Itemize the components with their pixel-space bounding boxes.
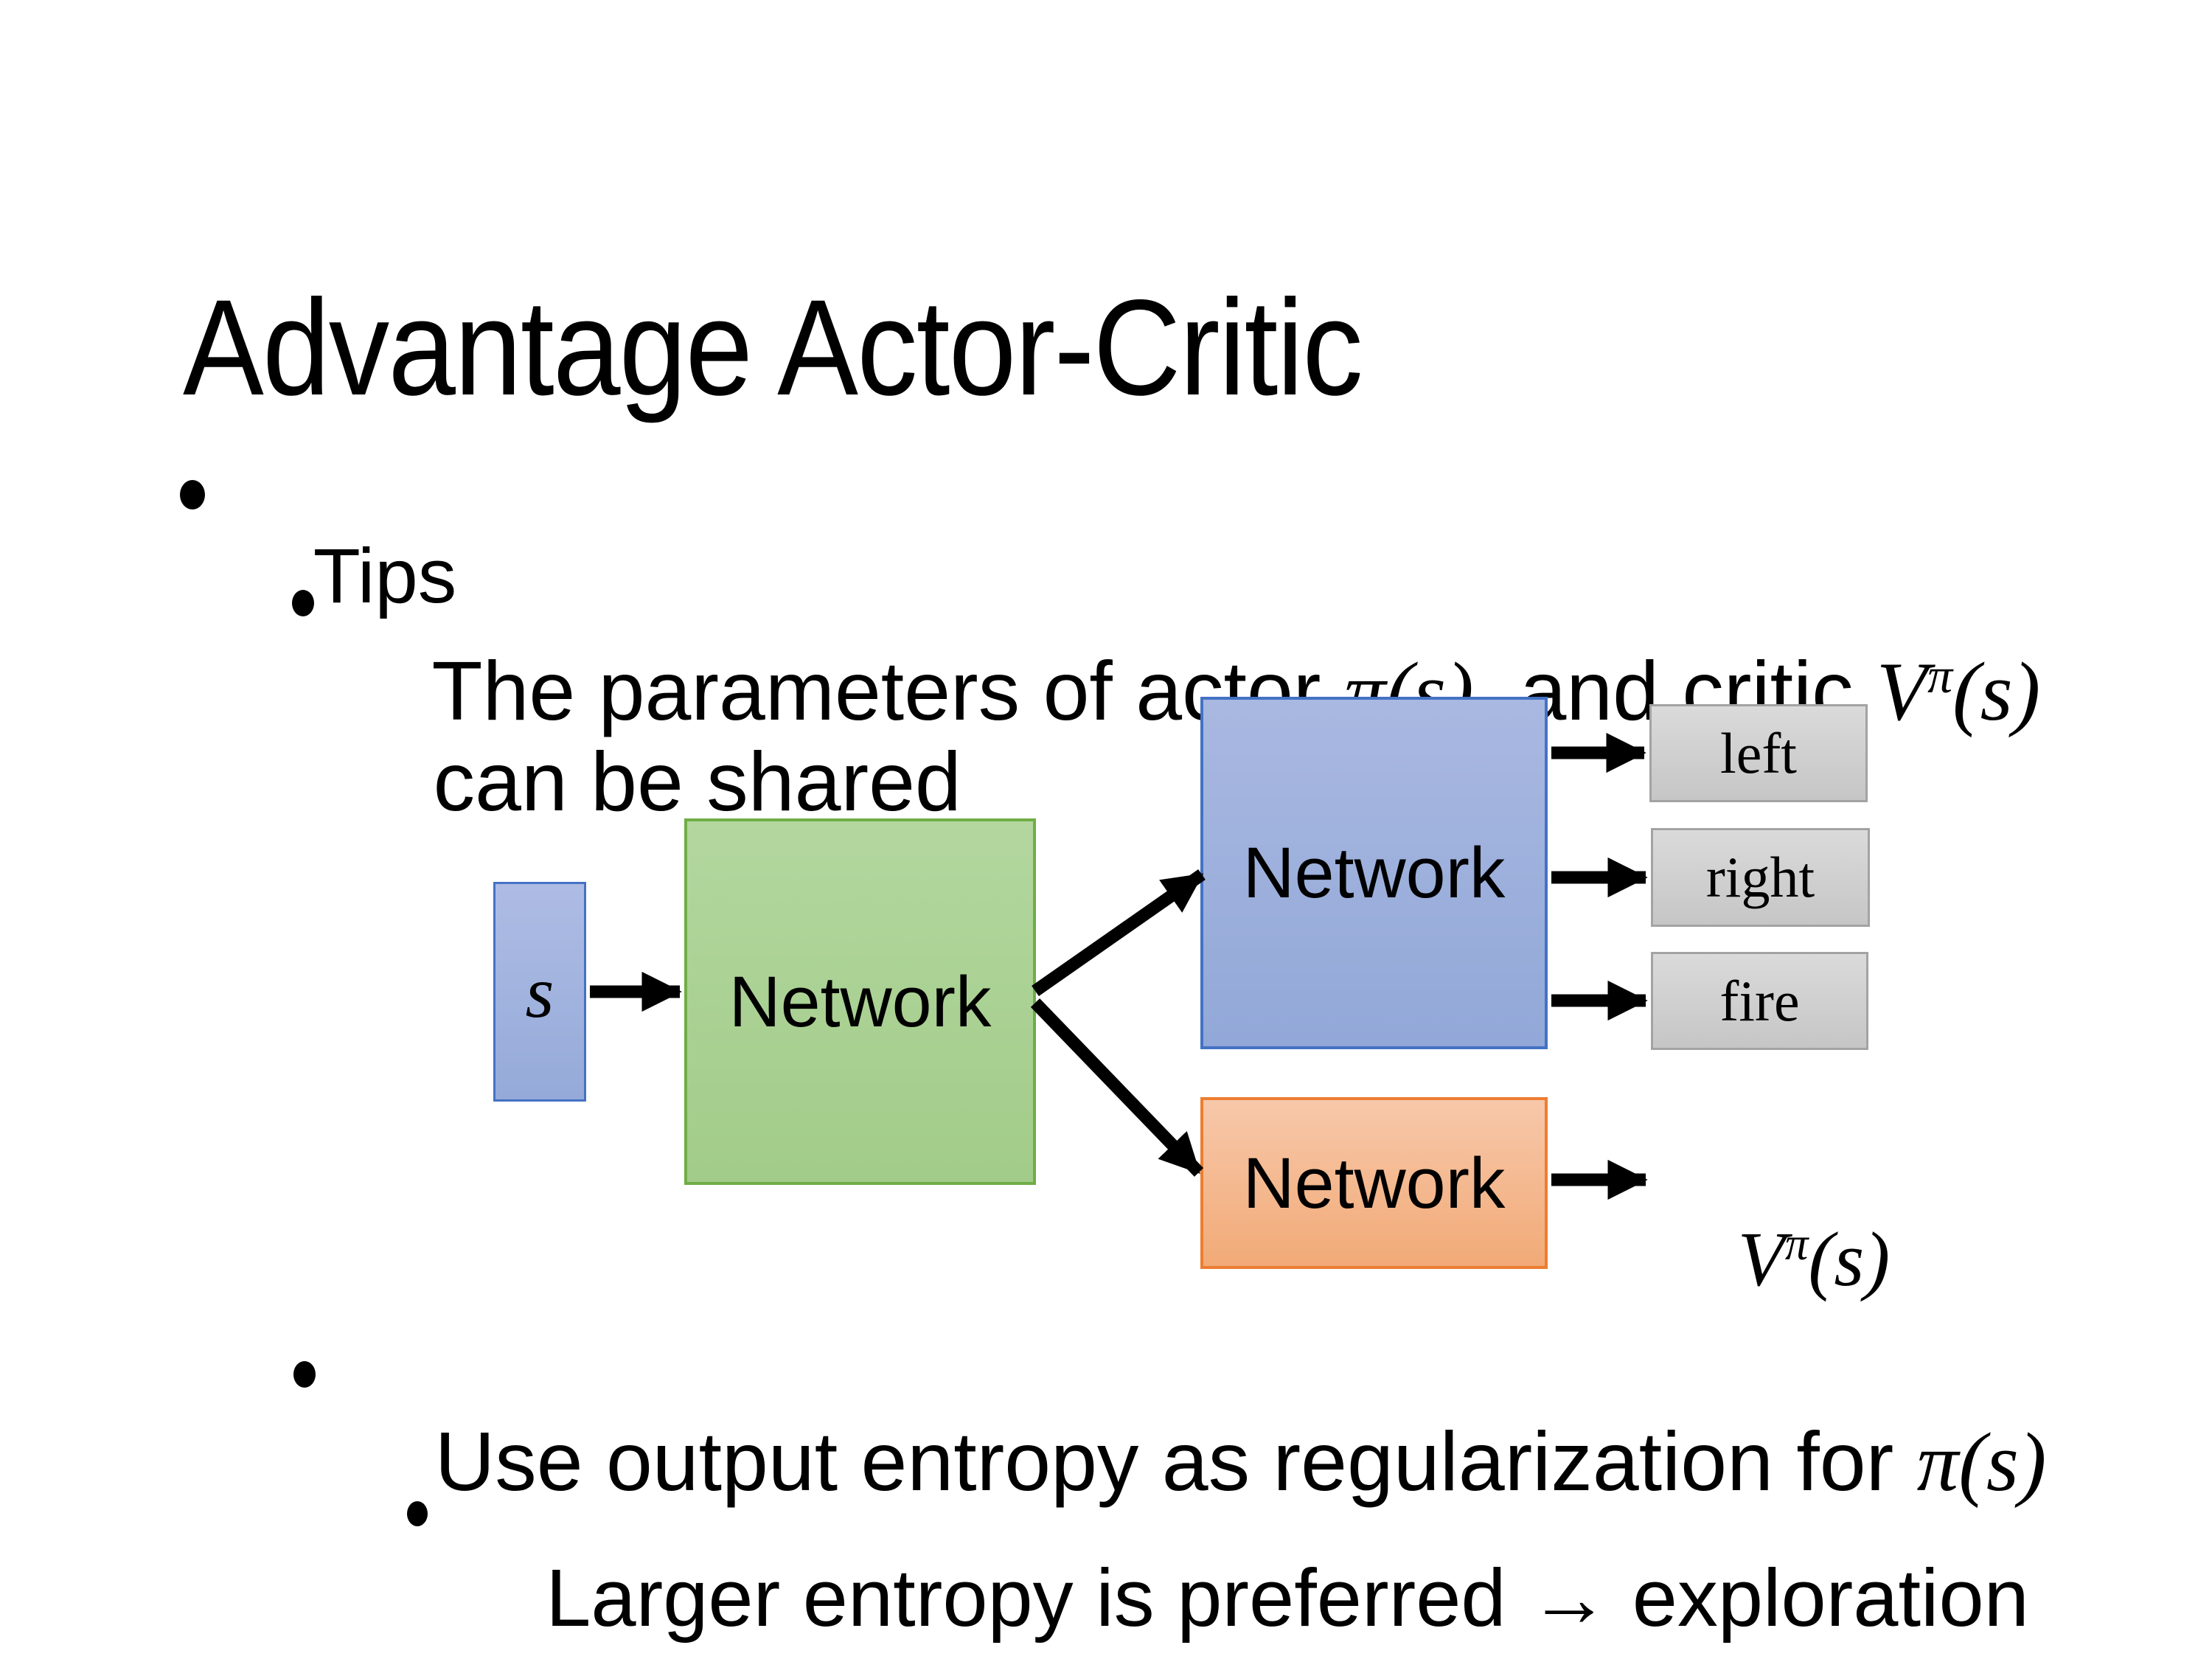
critic-network-label: Network (1242, 1142, 1506, 1223)
bullet-parameters-shared-cont: can be shared (341, 657, 961, 907)
critic-value-sup-pi: π (1927, 647, 1953, 703)
entropy-text: Use output entropy as regularization for (434, 1415, 1917, 1508)
value-output-label: Vπ(s) (1652, 1143, 1891, 1375)
bullet-icon (407, 1501, 428, 1526)
action-left-box: left (1649, 704, 1868, 802)
action-fire-label: fire (1719, 968, 1800, 1033)
value-sup-pi: π (1784, 1218, 1809, 1270)
shared-network-label: Network (728, 961, 992, 1042)
action-right-box: right (1651, 828, 1870, 927)
policy-math: π(s) (1916, 1416, 2047, 1509)
page-title: Advantage Actor-Critic (183, 271, 1363, 424)
arrow-shared-to-critic (1030, 998, 1204, 1177)
action-right-label: right (1705, 845, 1815, 909)
exploration-text: Larger entropy is preferred → exploratio… (546, 1553, 2029, 1644)
bullet-larger-entropy-exploration: Larger entropy is preferred → exploratio… (456, 1477, 2029, 1659)
state-label: s (525, 950, 554, 1033)
critic-value-V: V (1877, 646, 1928, 738)
action-fire-box: fire (1651, 952, 1868, 1050)
value-V: V (1737, 1216, 1785, 1302)
actor-network-label: Network (1242, 832, 1506, 913)
action-left-label: left (1720, 720, 1797, 785)
bullet-icon (293, 1361, 316, 1388)
actor-network-box: Network (1200, 697, 1548, 1049)
bullet-tips: Tips (229, 460, 456, 692)
can-be-shared-text: can be shared (433, 735, 961, 828)
critic-network-box: Network (1200, 1097, 1548, 1269)
critic-value-args: (s) (1952, 646, 2041, 738)
shared-network-box: Network (684, 818, 1036, 1185)
bullet-entropy-regularization: Use output entropy as regularization for… (342, 1337, 2047, 1587)
arrow-shared-to-actor (1032, 869, 1206, 996)
tips-label: Tips (313, 533, 457, 619)
bullet-icon (292, 590, 314, 616)
state-input-box: s (493, 882, 586, 1102)
value-args: (s) (1808, 1216, 1891, 1302)
bullet-icon (180, 480, 205, 509)
